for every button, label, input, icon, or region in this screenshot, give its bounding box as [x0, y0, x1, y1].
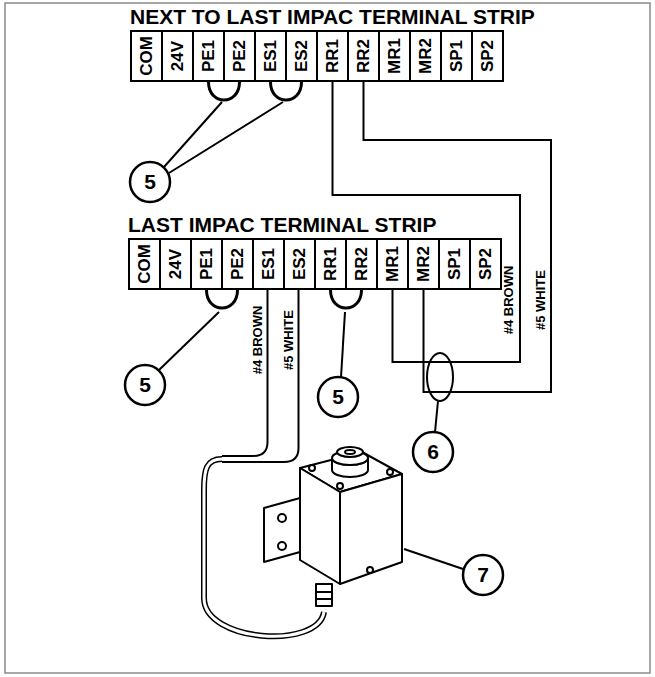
wire	[207, 290, 238, 308]
terminal-cell: PE1	[192, 30, 225, 82]
terminal-cell: MR1	[378, 30, 411, 82]
callout-number: 7	[477, 563, 489, 587]
terminal-label: 24V	[166, 249, 186, 279]
terminal-cell: SP2	[471, 30, 504, 82]
terminal-label: ES2	[290, 248, 310, 280]
terminal-cell: SP1	[440, 30, 473, 82]
terminal-label: SP2	[478, 40, 498, 72]
terminal-cell: PE2	[223, 30, 256, 82]
terminal-cell: SP1	[438, 238, 471, 290]
wire-bundle	[427, 353, 453, 401]
terminal-cell: ES1	[252, 238, 285, 290]
terminal-cell: MR2	[409, 30, 442, 82]
terminal-label: SP2	[476, 248, 496, 280]
terminal-label: RR1	[323, 39, 343, 73]
callout-number: 5	[144, 170, 156, 194]
terminal-cell: MR2	[407, 238, 440, 290]
strip-title: NEXT TO LAST IMPAC TERMINAL STRIP	[130, 6, 535, 28]
terminal-strip: NEXT TO LAST IMPAC TERMINAL STRIP COM 24V P…	[130, 6, 535, 82]
terminal-cell: RR1	[316, 30, 349, 82]
wire	[271, 82, 302, 100]
terminal-label: COM	[135, 244, 155, 284]
terminal-cell: RR2	[347, 30, 380, 82]
terminal-cell: PE2	[221, 238, 254, 290]
wire	[209, 82, 240, 100]
wire-label: #4 BROWN	[250, 306, 265, 375]
terminal-label: RR1	[321, 247, 341, 281]
terminal-label: SP1	[445, 248, 465, 280]
callout-number: 6	[427, 440, 439, 464]
terminal-cell: COM	[130, 30, 163, 82]
terminal-label: COM	[137, 36, 157, 76]
terminal-cell: ES1	[254, 30, 287, 82]
terminal-cell: RR1	[314, 238, 347, 290]
terminal-label: RR2	[352, 247, 372, 281]
wire-label: #5 WHITE	[281, 310, 296, 370]
terminal-cell: COM	[128, 238, 161, 290]
terminal-cell: RR2	[345, 238, 378, 290]
terminal-cell: MR1	[376, 238, 409, 290]
terminal-label: PE1	[199, 40, 219, 72]
terminal-cell: 24V	[161, 30, 194, 82]
wire-label: #4 BROWN	[501, 266, 516, 335]
terminal-cell: PE1	[190, 238, 223, 290]
strip-title: LAST IMPAC TERMINAL STRIP	[128, 214, 502, 236]
terminal-label: ES1	[261, 40, 281, 72]
terminal-cell: 24V	[159, 238, 192, 290]
terminal-label: PE2	[230, 40, 250, 72]
terminal-label: PE2	[228, 248, 248, 280]
frame	[5, 3, 650, 673]
callout-number: 5	[139, 373, 151, 397]
terminal-label: 24V	[168, 41, 188, 71]
terminal-cell: SP2	[469, 238, 502, 290]
terminal-label: PE1	[197, 248, 217, 280]
wire-label: #5 WHITE	[533, 270, 548, 330]
terminal-strip: LAST IMPAC TERMINAL STRIP COM 24V PE1 PE2 ES1…	[128, 214, 502, 290]
terminal-label: SP1	[447, 40, 467, 72]
terminal-cell: ES2	[283, 238, 316, 290]
wire	[364, 82, 552, 392]
terminal-cell: ES2	[285, 30, 318, 82]
wire	[331, 290, 362, 308]
estop-switch	[264, 447, 402, 606]
estop-wires	[222, 290, 299, 462]
terminal-label: MR1	[383, 246, 403, 282]
terminal-label: ES1	[259, 248, 279, 280]
terminal-label: RR2	[354, 39, 374, 73]
terminal-label: MR2	[414, 246, 434, 282]
terminal-label: MR2	[416, 38, 436, 74]
terminal-label: MR1	[385, 38, 405, 74]
terminal-label: ES2	[292, 40, 312, 72]
callout-circles	[125, 162, 503, 595]
callout-number: 5	[332, 385, 344, 409]
